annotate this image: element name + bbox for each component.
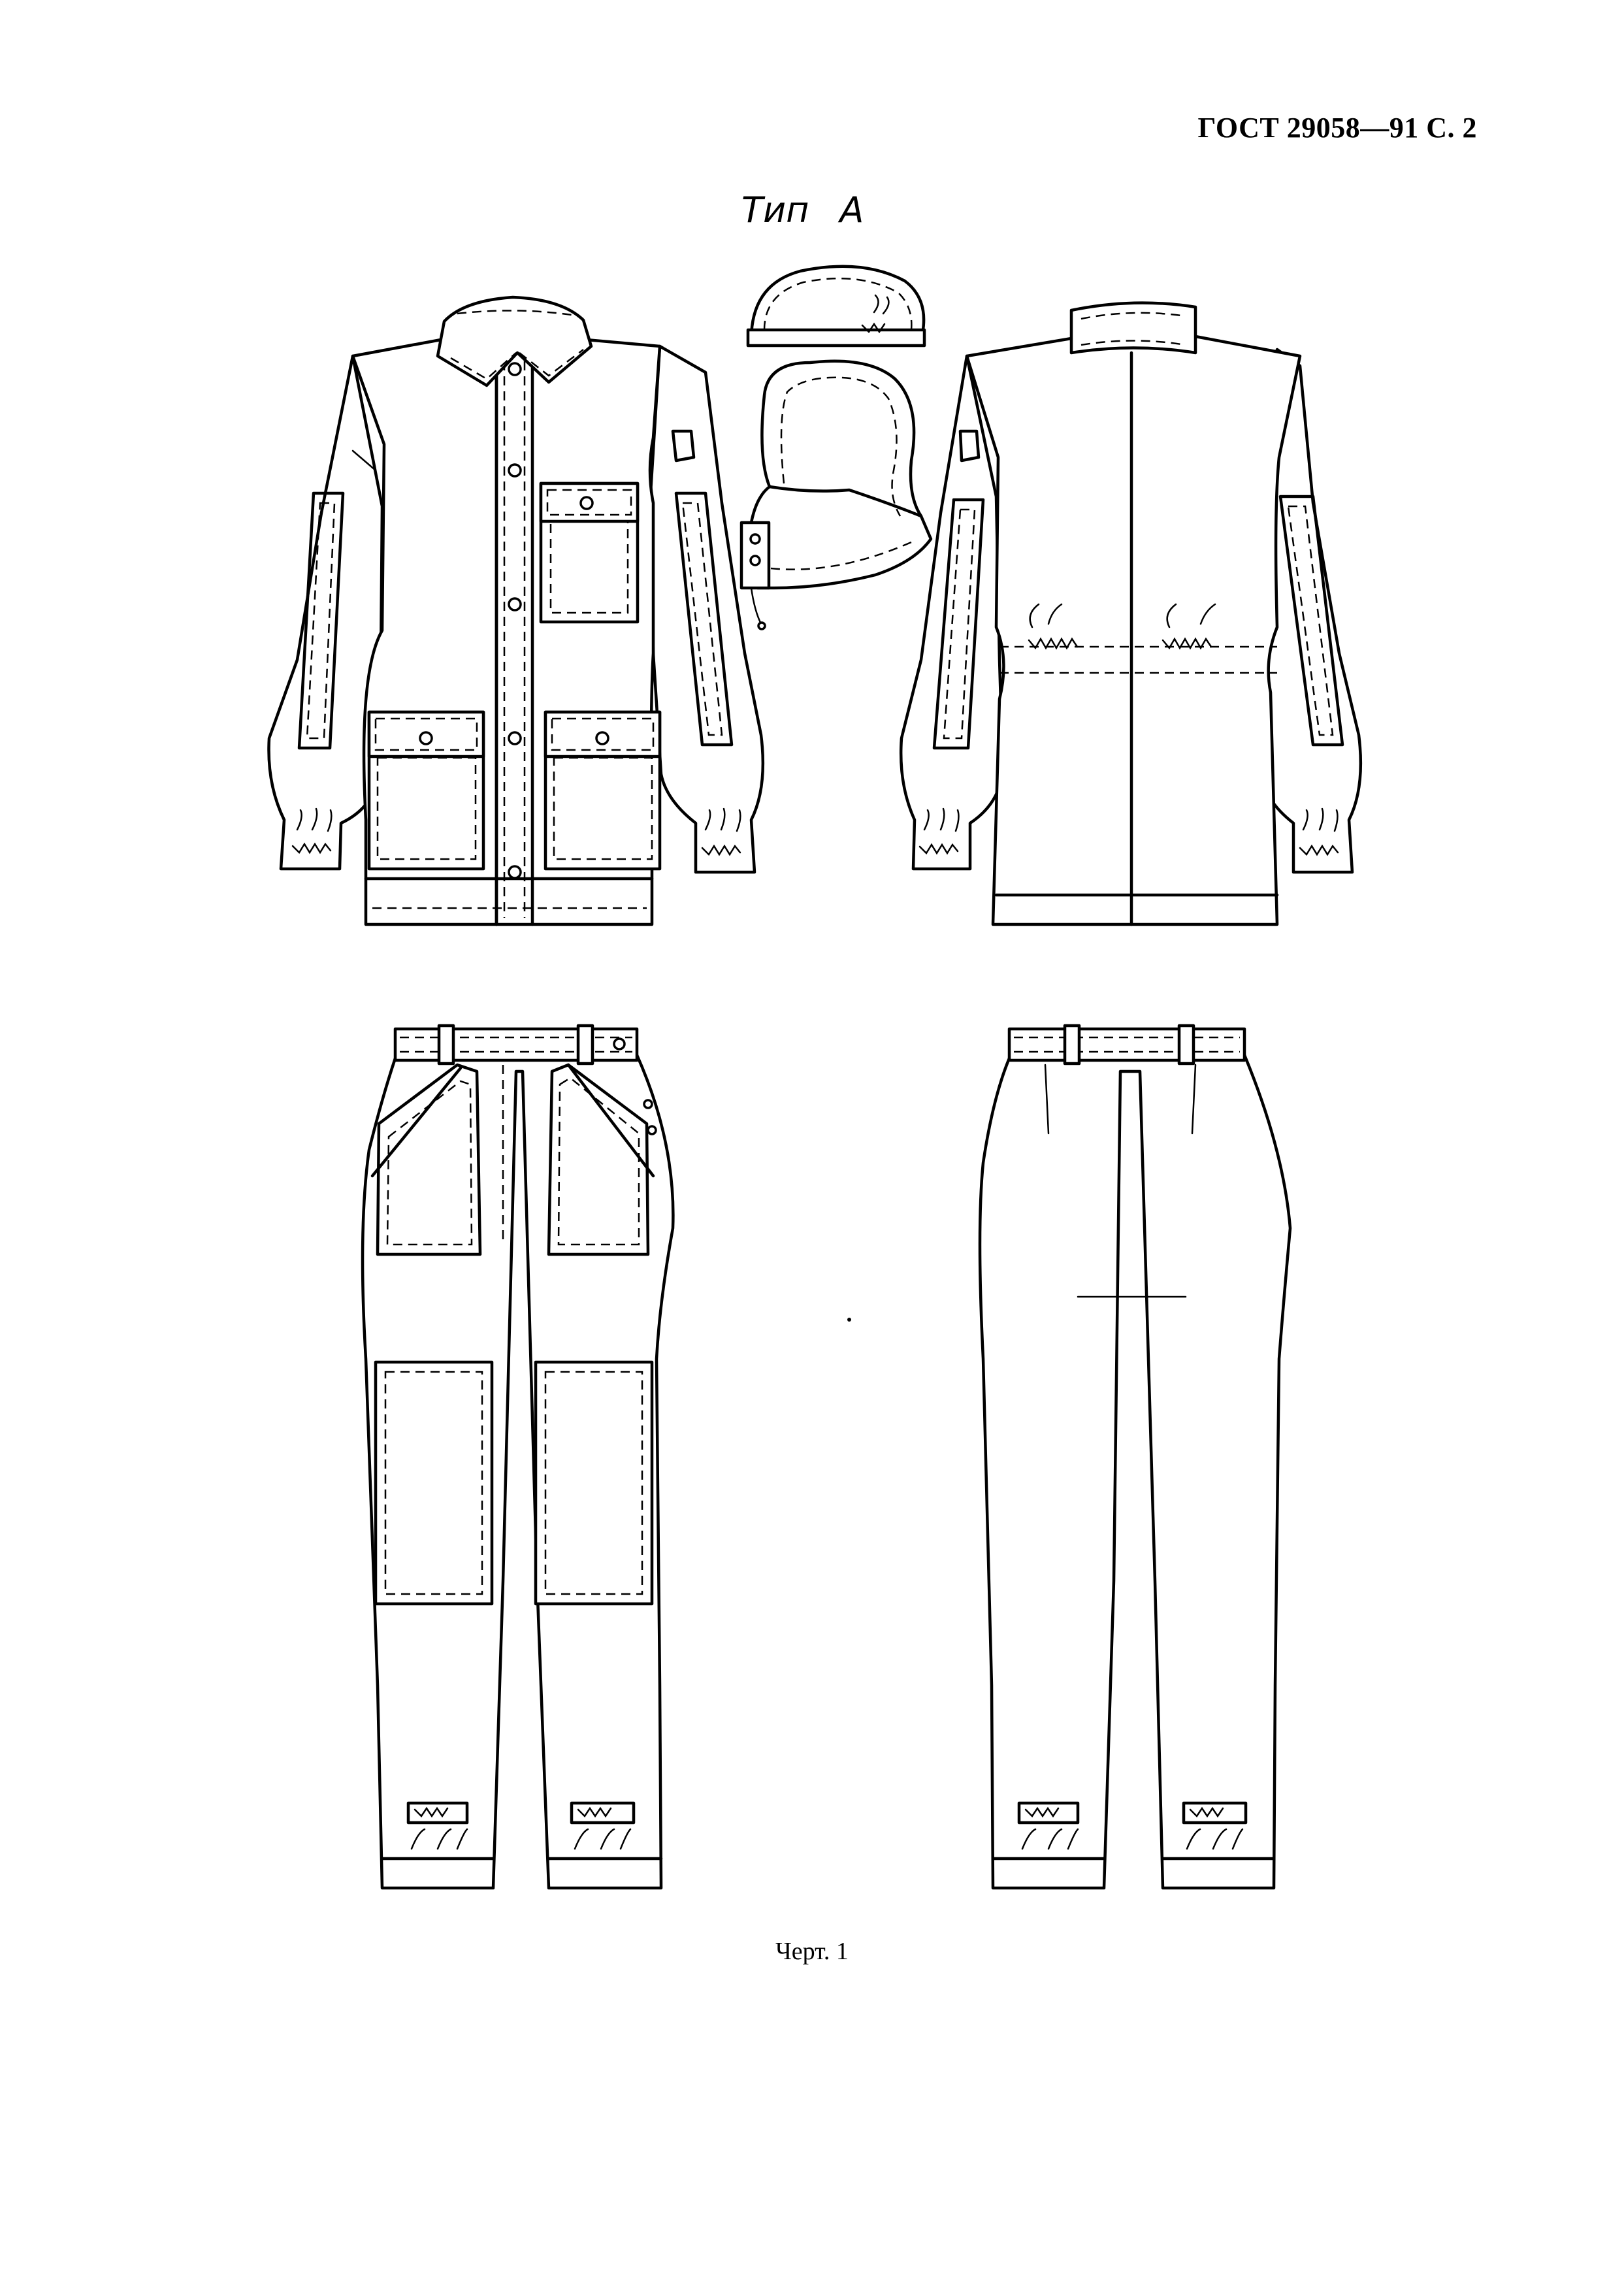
hood-view [739, 359, 933, 630]
page-header-doc-ref: ГОСТ 29058—91 С. 2 [1197, 112, 1477, 144]
jacket-front-view [267, 295, 765, 926]
jacket-back-view [899, 301, 1363, 926]
trousers-front-view [361, 1024, 675, 1890]
figure-caption: Черт. 1 [775, 1938, 849, 1965]
trousers-back-view [978, 1024, 1292, 1890]
figure-type-label: Тип А [741, 189, 864, 231]
beret-view [746, 265, 926, 348]
